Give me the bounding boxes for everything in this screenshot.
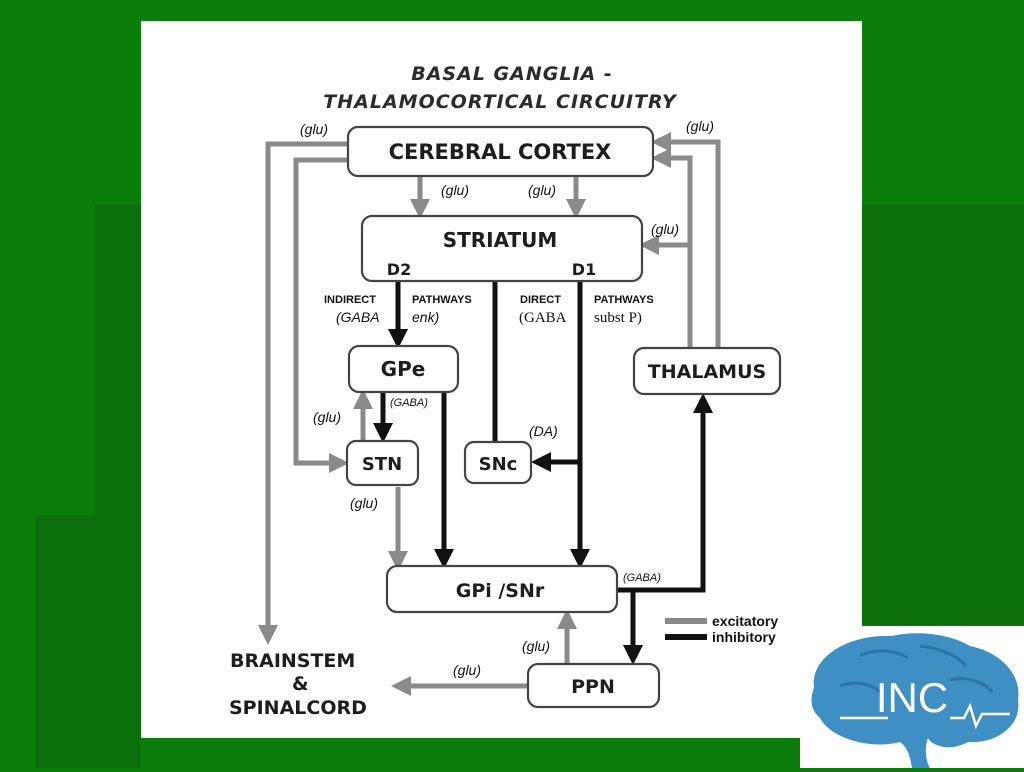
label-da: (DA) [529,423,558,439]
label-glu-cortex-right: (glu) [686,118,714,134]
gpi-node: GPi /SNr [385,564,619,614]
label-gaba-gpe: (GABA) [390,397,428,409]
background-band-bottom-left [35,515,141,768]
ppn-node: PPN [526,662,661,709]
cortex-label: CEREBRAL CORTEX [389,140,612,164]
snc-label: SNc [479,454,518,475]
stn-label: STN [362,454,402,475]
brainstem-label-line1: BRAINSTEM [230,650,355,672]
arrow-thalamus-cortex-inner [651,148,693,350]
d1-label: D1 [572,260,596,279]
d2-label: D2 [387,260,411,279]
label-enk: enk) [412,309,439,325]
gpi-label: GPi /SNr [456,580,545,602]
label-glu-cortex-striatum-right: (glu) [528,182,556,198]
arrow-thalamus-cortex-outer [651,132,721,372]
gpe-node: GPe [347,344,460,394]
diagram-title-line2: THALAMOCORTICAL CIRCUITRY [323,91,678,113]
brain-logo-icon: INC [811,633,1019,768]
label-glu-thalamus-striatum: (glu) [651,221,679,237]
label-gaba-direct: (GABA [519,310,567,326]
striatum-node: STRIATUM D2 D1 [360,214,644,283]
label-glu-ppn-up: (glu) [522,638,550,654]
arrow-cortex-stn [293,157,349,473]
background-band-right [862,205,1024,625]
striatum-label: STRIATUM [443,228,558,252]
label-direct: DIRECT [520,294,561,306]
thalamus-node: THALAMUS [632,346,782,396]
label-gaba-gpi: (GABA) [623,572,661,584]
label-glu-stn-gpe: (glu) [313,409,341,425]
ppn-label: PPN [571,676,615,698]
label-glu-stn-out: (glu) [350,495,378,511]
label-pathways-indirect: PATHWAYS [412,294,472,306]
label-subst-p: subst P) [594,310,642,326]
label-glu-cortex-left: (glu) [300,121,328,137]
label-glu-ppn-left: (glu) [453,662,481,678]
diagram-title-line1: BASAL GANGLIA - [411,63,612,85]
logo-text: INC [876,674,948,721]
brainstem-label-line3: SPINALCORD [229,697,367,719]
gpe-label: GPe [381,357,426,381]
label-glu-cortex-striatum-left: (glu) [441,182,469,198]
label-pathways-direct: PATHWAYS [594,294,654,306]
brainstem-label-line2: & [292,673,309,695]
label-gaba-indirect: (GABA [336,309,380,325]
arrow-gpi-thalamus [618,393,713,593]
legend: excitatory inhibitory [665,613,778,645]
arrow-cortex-brainstem [258,141,348,645]
legend-excitatory-label: excitatory [712,613,778,629]
label-indirect: INDIRECT [324,294,376,306]
stn-node: STN [345,439,420,487]
thalamus-label: THALAMUS [648,361,766,383]
snc-node: SNc [463,440,533,485]
legend-inhibitory-label: inhibitory [712,629,776,645]
cortex-node: CEREBRAL CORTEX [346,125,655,178]
inc-logo: INC [800,626,1024,768]
